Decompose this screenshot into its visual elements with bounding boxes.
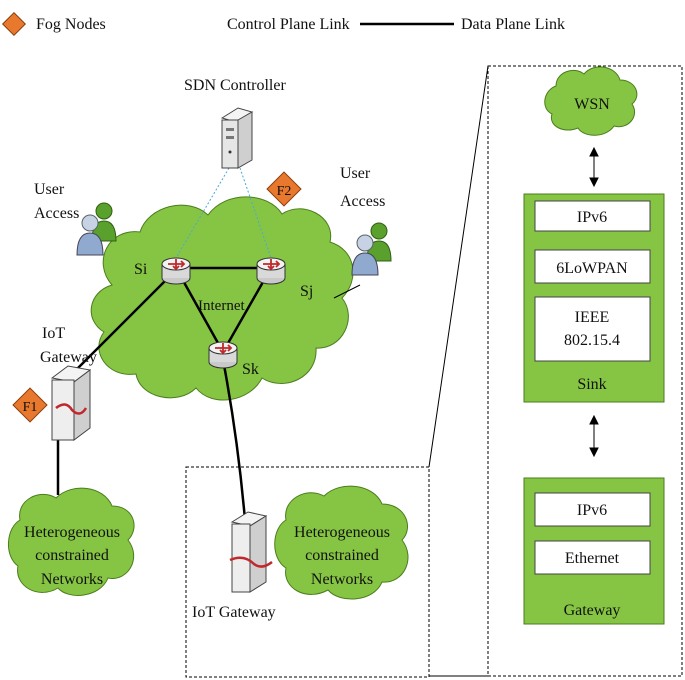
gateway-label: Gateway [564,602,621,619]
sink-ieee-label-line1: IEEE [575,309,610,326]
sdn-controller-label: SDN Controller [184,77,286,94]
fog-node-f2-label: F2 [277,184,292,199]
fog-node-f1-label: F1 [23,400,38,415]
iot-gateway-bottom-device-icon [229,511,273,593]
hetero-network-right-line3: Networks [311,571,373,588]
control-plane-links [175,167,272,259]
zoom-connector-top [428,65,489,468]
internet-cloud [90,196,354,401]
sink-gateway-arrow [589,414,599,458]
legend-data-plane-label: Data Plane Link [461,16,565,33]
legend-fog-nodes-label: Fog Nodes [36,16,106,33]
hetero-network-right-line1: Heterogeneous [294,524,390,541]
sink-ieee-layer [534,296,651,362]
user-access-left-line2: Access [34,205,79,222]
legend-control-plane-label: Control Plane Link [227,16,350,33]
wsn-label: WSN [574,96,610,113]
gateway-ethernet-layer [534,540,651,575]
zoom-region-box [185,466,430,678]
legend: Fog Nodes Control Plane Link Data Plane … [1,11,565,37]
iot-gateway-left-line1: IoT [42,325,65,342]
sink-ipv6-layer [534,200,651,232]
sink-6lowpan-label: 6LoWPAN [556,260,628,277]
fog-node-legend-icon [1,11,27,37]
gateway-ipv6-label: IPv6 [577,502,607,519]
wsn-sink-arrow [589,146,599,188]
switch-si-router-icon [161,257,191,285]
fog-node-f1: F1 [12,387,48,423]
switch-sk-router-icon [208,341,238,369]
sdn-controller-server-icon [220,107,254,169]
sink-label: Sink [577,376,606,393]
gateway-ethernet-label: Ethernet [565,550,620,567]
hetero-network-cloud-left [8,487,135,596]
hetero-network-right-line2: constrained [305,547,379,564]
iot-gateway-left-device-icon [50,365,92,441]
user-access-left-line1: User [34,181,65,198]
hetero-network-left-line2: constrained [35,547,109,564]
switch-sj-label: Sj [300,283,313,300]
sink-ipv6-label: IPv6 [577,209,607,226]
wsn-cloud [544,66,638,136]
fog-node-f2: F2 [266,171,302,207]
switch-sk-label: Sk [242,361,259,378]
user-access-right-icon [351,222,392,276]
iot-gateway-bottom-label: IoT Gateway [192,604,276,621]
internet-label: Internet [198,298,245,314]
hetero-network-cloud-right [274,485,409,600]
hetero-network-left-line1: Heterogeneous [24,524,120,541]
iot-gateway-left-line2: Gateway [40,349,97,366]
sink-6lowpan-layer [534,249,651,284]
protocol-stack-panel [487,65,683,677]
gateway-ipv6-layer [534,492,651,527]
user-access-right-line1: User [340,165,371,182]
user-access-right-pointer [333,284,361,299]
switch-sj-router-icon [256,257,286,285]
sink-ieee-label-line2: 802.15.4 [564,332,620,349]
user-access-right-line2: Access [340,193,385,210]
hetero-network-left-line3: Networks [41,571,103,588]
switch-si-label: Si [134,261,148,278]
